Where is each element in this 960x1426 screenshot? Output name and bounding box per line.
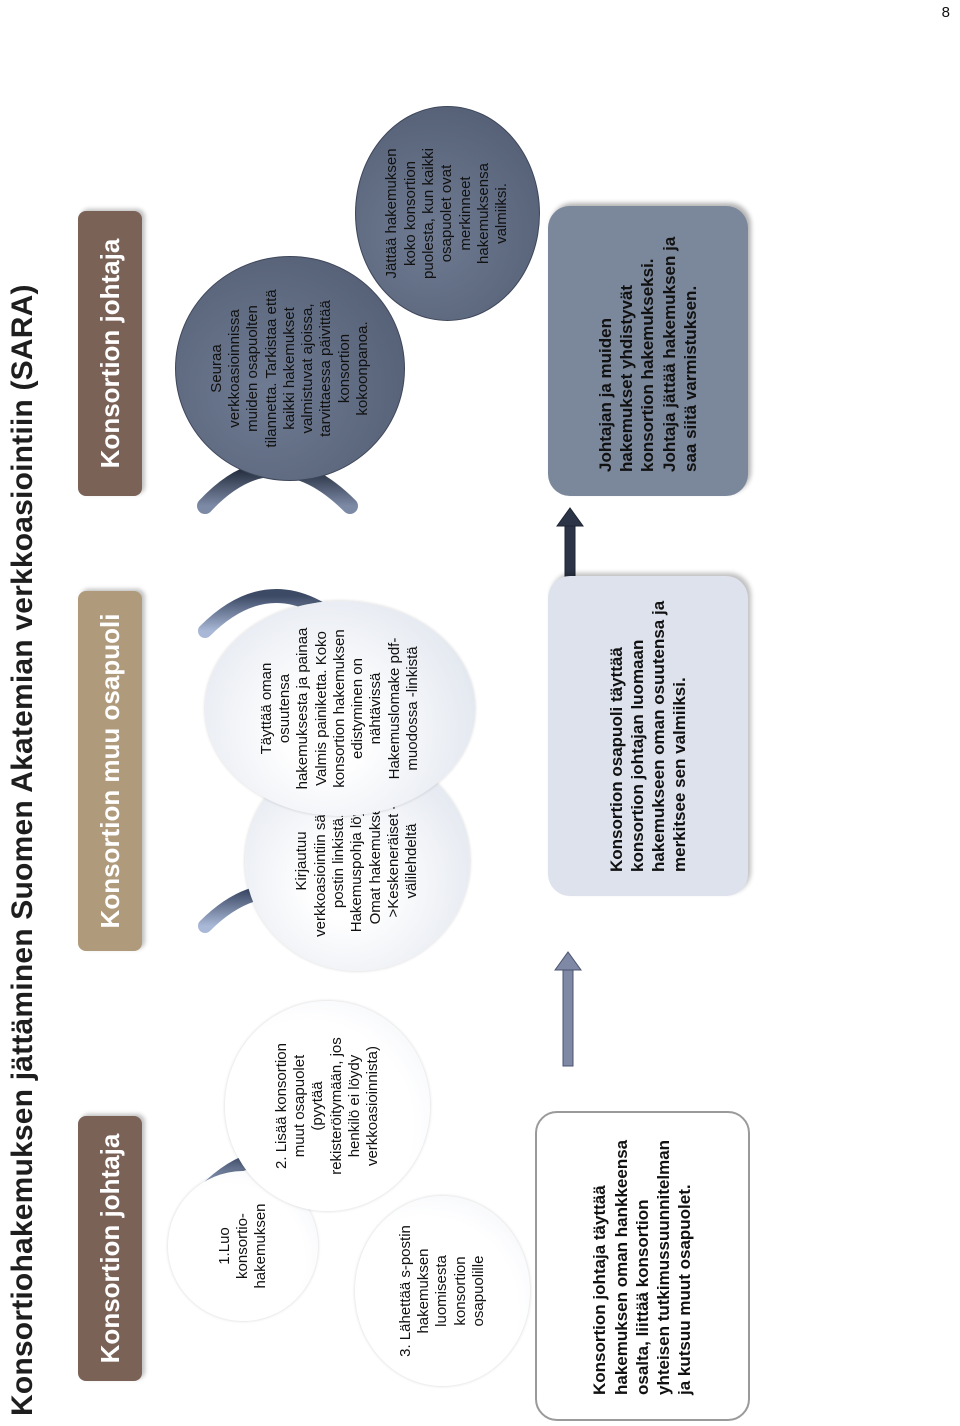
step-3-circle: 3. Lähettää s-postin hakemuksen luomises… xyxy=(355,1196,530,1386)
member-summary-box: Konsortion osapuoli täyttää konsortion j… xyxy=(548,576,748,896)
member-fill-circle: Täyttää oman osuutensa hakemuksesta ja p… xyxy=(205,601,475,816)
leader-summary-box: Konsortion johtaja täyttää hakemuksen om… xyxy=(535,1111,750,1421)
step-2-circle: 2. Lisää konsortion muut osapuolet (pyyt… xyxy=(225,1001,430,1211)
leader-follow-circle: Seuraa verkkoasioinnissa muiden osapuolt… xyxy=(175,256,405,481)
arrow-right-light xyxy=(554,951,582,1067)
leader-submit-circle: Jättää hakemuksen koko konsortion puoles… xyxy=(355,106,540,321)
page-number: 8 xyxy=(941,4,950,21)
final-summary-box: Johtajan ja muiden hakemukset yhdistyvät… xyxy=(548,206,748,496)
